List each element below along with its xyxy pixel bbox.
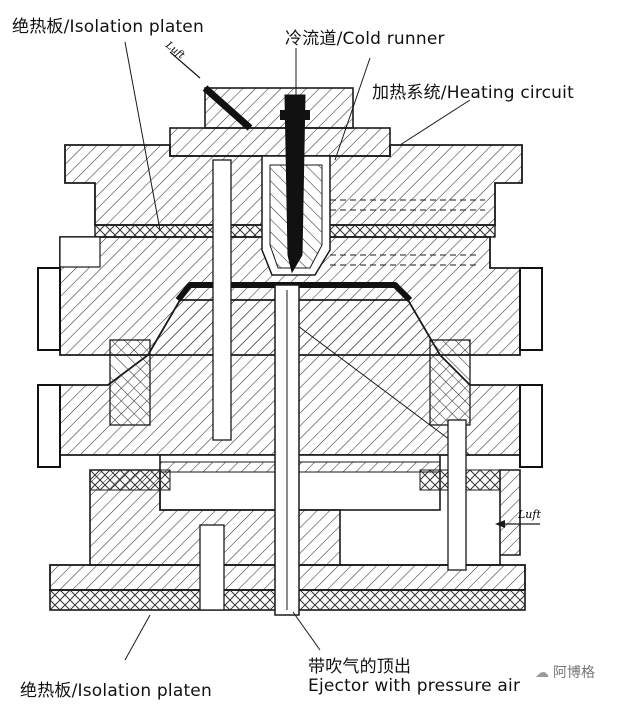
bottom-pin [199,524,225,611]
side-blocks [37,267,543,468]
label-ejector-cn: 带吹气的顶出 [308,657,412,677]
ejector-pin [274,284,300,616]
label-cold-runner: 冷流道/Cold runner [285,29,445,49]
leader-lines [124,41,471,661]
sprue-bushing [169,87,391,157]
watermark: ☁阿博格 [535,662,595,682]
cold-runner-channel [280,94,310,274]
luft-arrow-label: Luft [518,508,541,521]
guide-pin-left [212,159,232,441]
guide-pin-right [447,419,467,571]
label-isolation-platen-top: 绝热板/Isolation platen [12,17,204,37]
heating-cable-inlet [169,51,253,131]
air-inlet-arrow [495,520,540,528]
ejector-chamber [159,454,441,511]
heating-circuit-lines [330,199,485,266]
label-heating-circuit: 加热系统/Heating circuit [372,83,574,103]
wechat-icon: ☁ [535,665,549,681]
label-isolation-platen-bottom: 绝热板/Isolation platen [20,681,212,701]
label-ejector-en: Ejector with pressure air [308,676,521,696]
watermark-text: 阿博格 [553,665,595,681]
